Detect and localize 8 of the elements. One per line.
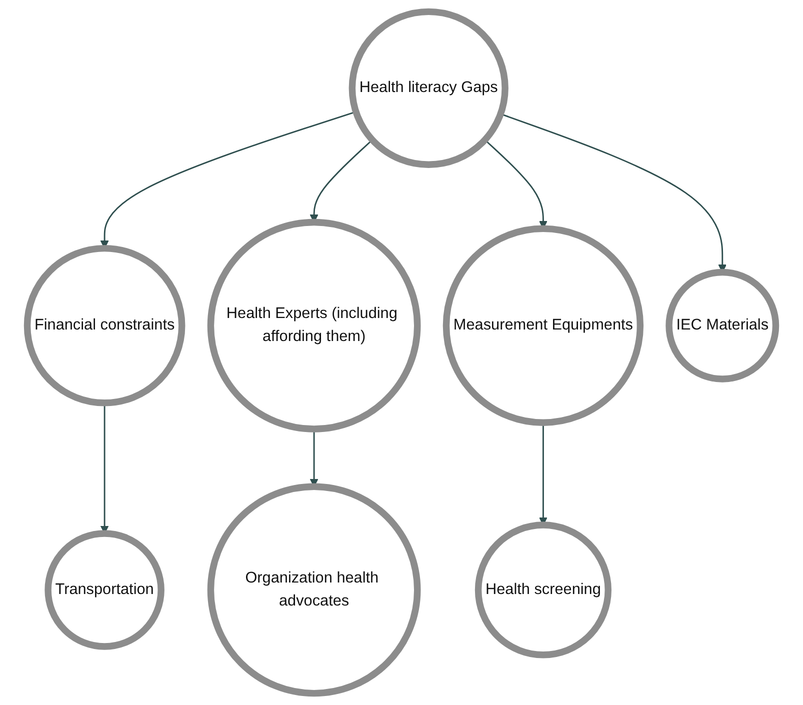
node-circle: Health Experts (including affording them) [207,218,421,432]
node-circle: Health screening [474,522,612,658]
node-circle: Organization health advocates [207,483,421,697]
node-circle: Financial constraints [24,244,186,406]
node-circle: Transportation [44,530,164,650]
node-circle: Health literacy Gaps [348,8,508,168]
node-circle: Measurement Equipments [442,225,644,426]
node-circle: IEC Materials [666,268,780,382]
